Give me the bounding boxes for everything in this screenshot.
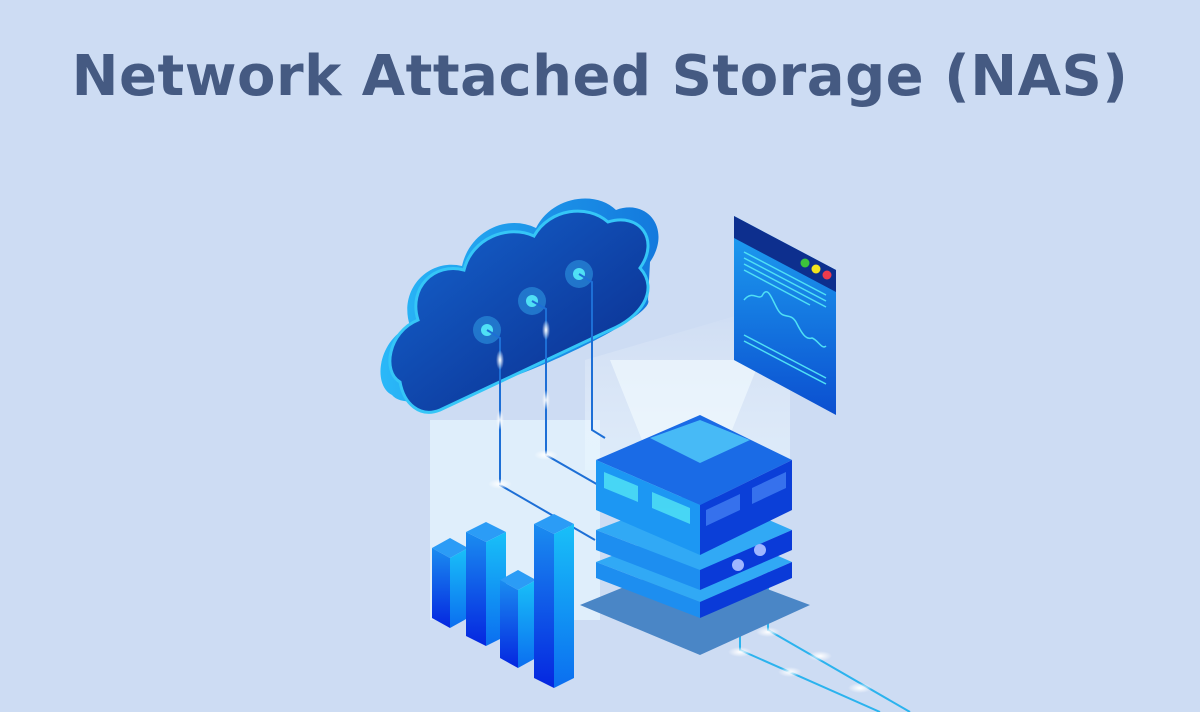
monitor-window-icon <box>734 216 836 415</box>
server-icon <box>596 415 792 618</box>
window-dot-green <box>800 258 810 268</box>
window-dot-yellow <box>811 264 821 274</box>
line-glows <box>488 320 872 693</box>
bar-chart-icon <box>432 514 574 688</box>
server-port-2 <box>754 544 766 556</box>
page-title: Network Attached Storage (NAS) <box>71 44 1129 109</box>
server-port-1 <box>732 559 744 571</box>
window-dot-red <box>822 270 832 280</box>
